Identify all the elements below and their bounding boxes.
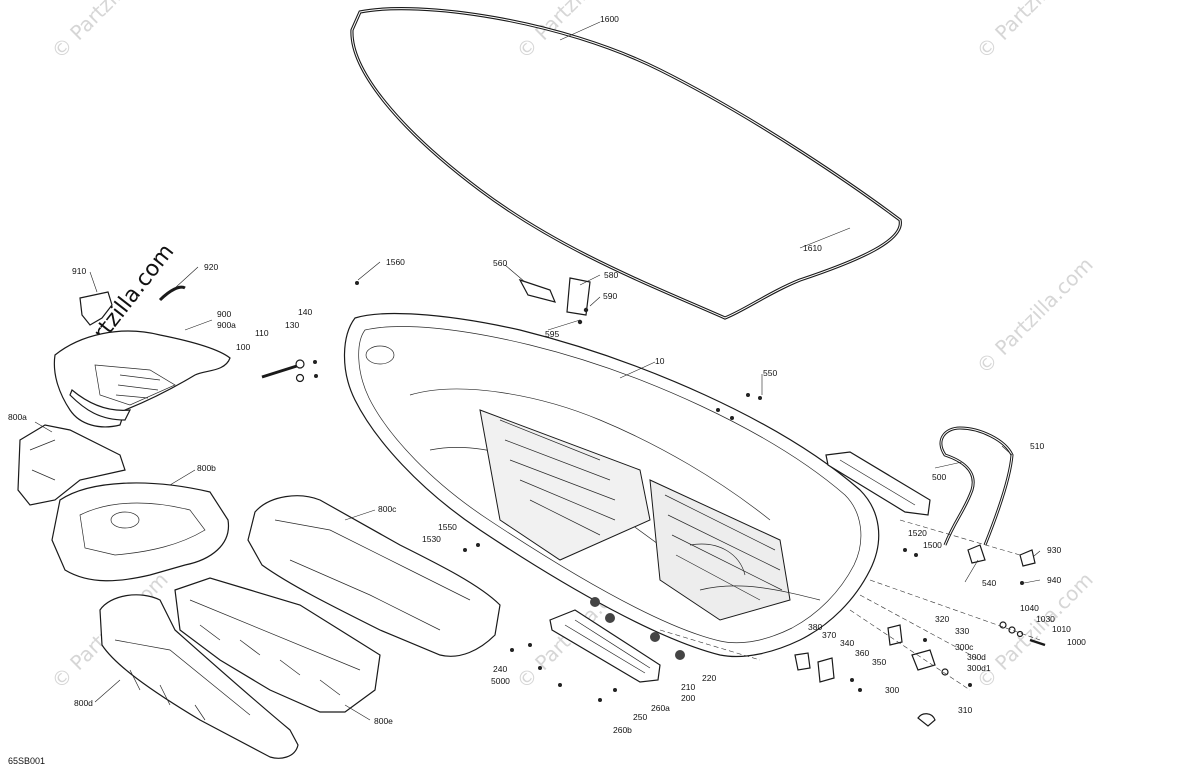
washers-1040 xyxy=(999,621,1046,647)
liner-800a xyxy=(17,424,126,506)
label-1600: 1600 xyxy=(600,14,619,24)
label-100: 100 xyxy=(236,342,250,352)
label-540: 540 xyxy=(982,578,996,588)
watermark: © Partzilla.com xyxy=(47,0,173,64)
label-300d1: 300d1 xyxy=(967,663,991,673)
label-210: 210 xyxy=(681,682,695,692)
label-300d: 300d xyxy=(967,652,986,662)
label-1000: 1000 xyxy=(1067,637,1086,647)
label-5000: 5000 xyxy=(491,676,510,686)
label-800a: 800a xyxy=(8,412,27,422)
vent-tube-500 xyxy=(939,426,1014,546)
label-940: 940 xyxy=(1047,575,1061,585)
label-370: 370 xyxy=(822,630,836,640)
diagram-code: 65SB001 xyxy=(8,756,45,766)
label-1610: 1610 xyxy=(803,243,822,253)
label-1530: 1530 xyxy=(422,534,441,544)
liner-800d xyxy=(99,594,299,759)
vent-bracket xyxy=(825,451,931,516)
label-500: 500 xyxy=(932,472,946,482)
label-250: 250 xyxy=(633,712,647,722)
bracket-580 xyxy=(566,277,591,325)
assembly-lines xyxy=(659,519,1041,691)
label-300: 300 xyxy=(885,685,899,695)
liner-800c xyxy=(247,495,501,657)
bolts xyxy=(355,281,918,702)
label-580: 580 xyxy=(604,270,618,280)
liner-800b xyxy=(51,482,230,582)
label-560: 560 xyxy=(493,258,507,268)
label-800d: 800d xyxy=(74,698,93,708)
latch-320 xyxy=(887,624,927,646)
label-360: 360 xyxy=(855,648,869,658)
label-220: 220 xyxy=(702,673,716,683)
label-350: 350 xyxy=(872,657,886,667)
label-1030: 1030 xyxy=(1036,614,1055,624)
label-1520: 1520 xyxy=(908,528,927,538)
seal-gasket xyxy=(350,7,902,320)
label-130: 130 xyxy=(285,320,299,330)
clip-bottom xyxy=(917,713,936,727)
label-590: 590 xyxy=(603,291,617,301)
label-260b: 260b xyxy=(613,725,632,735)
bracket-560 xyxy=(518,278,557,303)
label-900a: 900a xyxy=(217,320,236,330)
part-labels: 1600 1610 1560 560 580 590 595 10 550 91… xyxy=(8,14,1086,735)
liner-800e xyxy=(174,577,381,713)
label-10: 10 xyxy=(655,356,665,366)
hull xyxy=(343,312,880,658)
label-260a: 260a xyxy=(651,703,670,713)
label-1560: 1560 xyxy=(386,257,405,267)
label-310: 310 xyxy=(958,705,972,715)
fastener-set-100 xyxy=(261,359,318,383)
label-800e: 800e xyxy=(374,716,393,726)
label-800c: 800c xyxy=(378,504,397,514)
label-380: 380 xyxy=(808,622,822,632)
watermark: © Partzilla.com xyxy=(972,0,1098,64)
label-1010: 1010 xyxy=(1052,624,1071,634)
latch-340 xyxy=(794,652,835,683)
label-140: 140 xyxy=(298,307,312,317)
label-800b: 800b xyxy=(197,463,216,473)
label-595: 595 xyxy=(545,329,559,339)
label-240: 240 xyxy=(493,664,507,674)
label-550: 550 xyxy=(763,368,777,378)
label-510: 510 xyxy=(1030,441,1044,451)
vent-grill-200 xyxy=(549,609,661,683)
label-300c: 300c xyxy=(955,642,974,652)
label-320: 320 xyxy=(935,614,949,624)
watermark: © Partzilla.com xyxy=(512,0,638,64)
latch-300 xyxy=(911,649,972,687)
label-330: 330 xyxy=(955,626,969,636)
label-1550: 1550 xyxy=(438,522,457,532)
label-900: 900 xyxy=(217,309,231,319)
clip-540 xyxy=(967,544,986,564)
label-1500: 1500 xyxy=(923,540,942,550)
storage-bin-900 xyxy=(53,285,231,428)
label-340: 340 xyxy=(840,638,854,648)
label-930: 930 xyxy=(1047,545,1061,555)
label-1040: 1040 xyxy=(1020,603,1039,613)
clip-930 xyxy=(1019,549,1036,585)
label-200: 200 xyxy=(681,693,695,703)
leader-lines xyxy=(34,21,1041,721)
watermark: © Partzilla.com xyxy=(972,252,1098,378)
label-920: 920 xyxy=(204,262,218,272)
label-110: 110 xyxy=(255,328,269,338)
label-910: 910 xyxy=(72,266,86,276)
